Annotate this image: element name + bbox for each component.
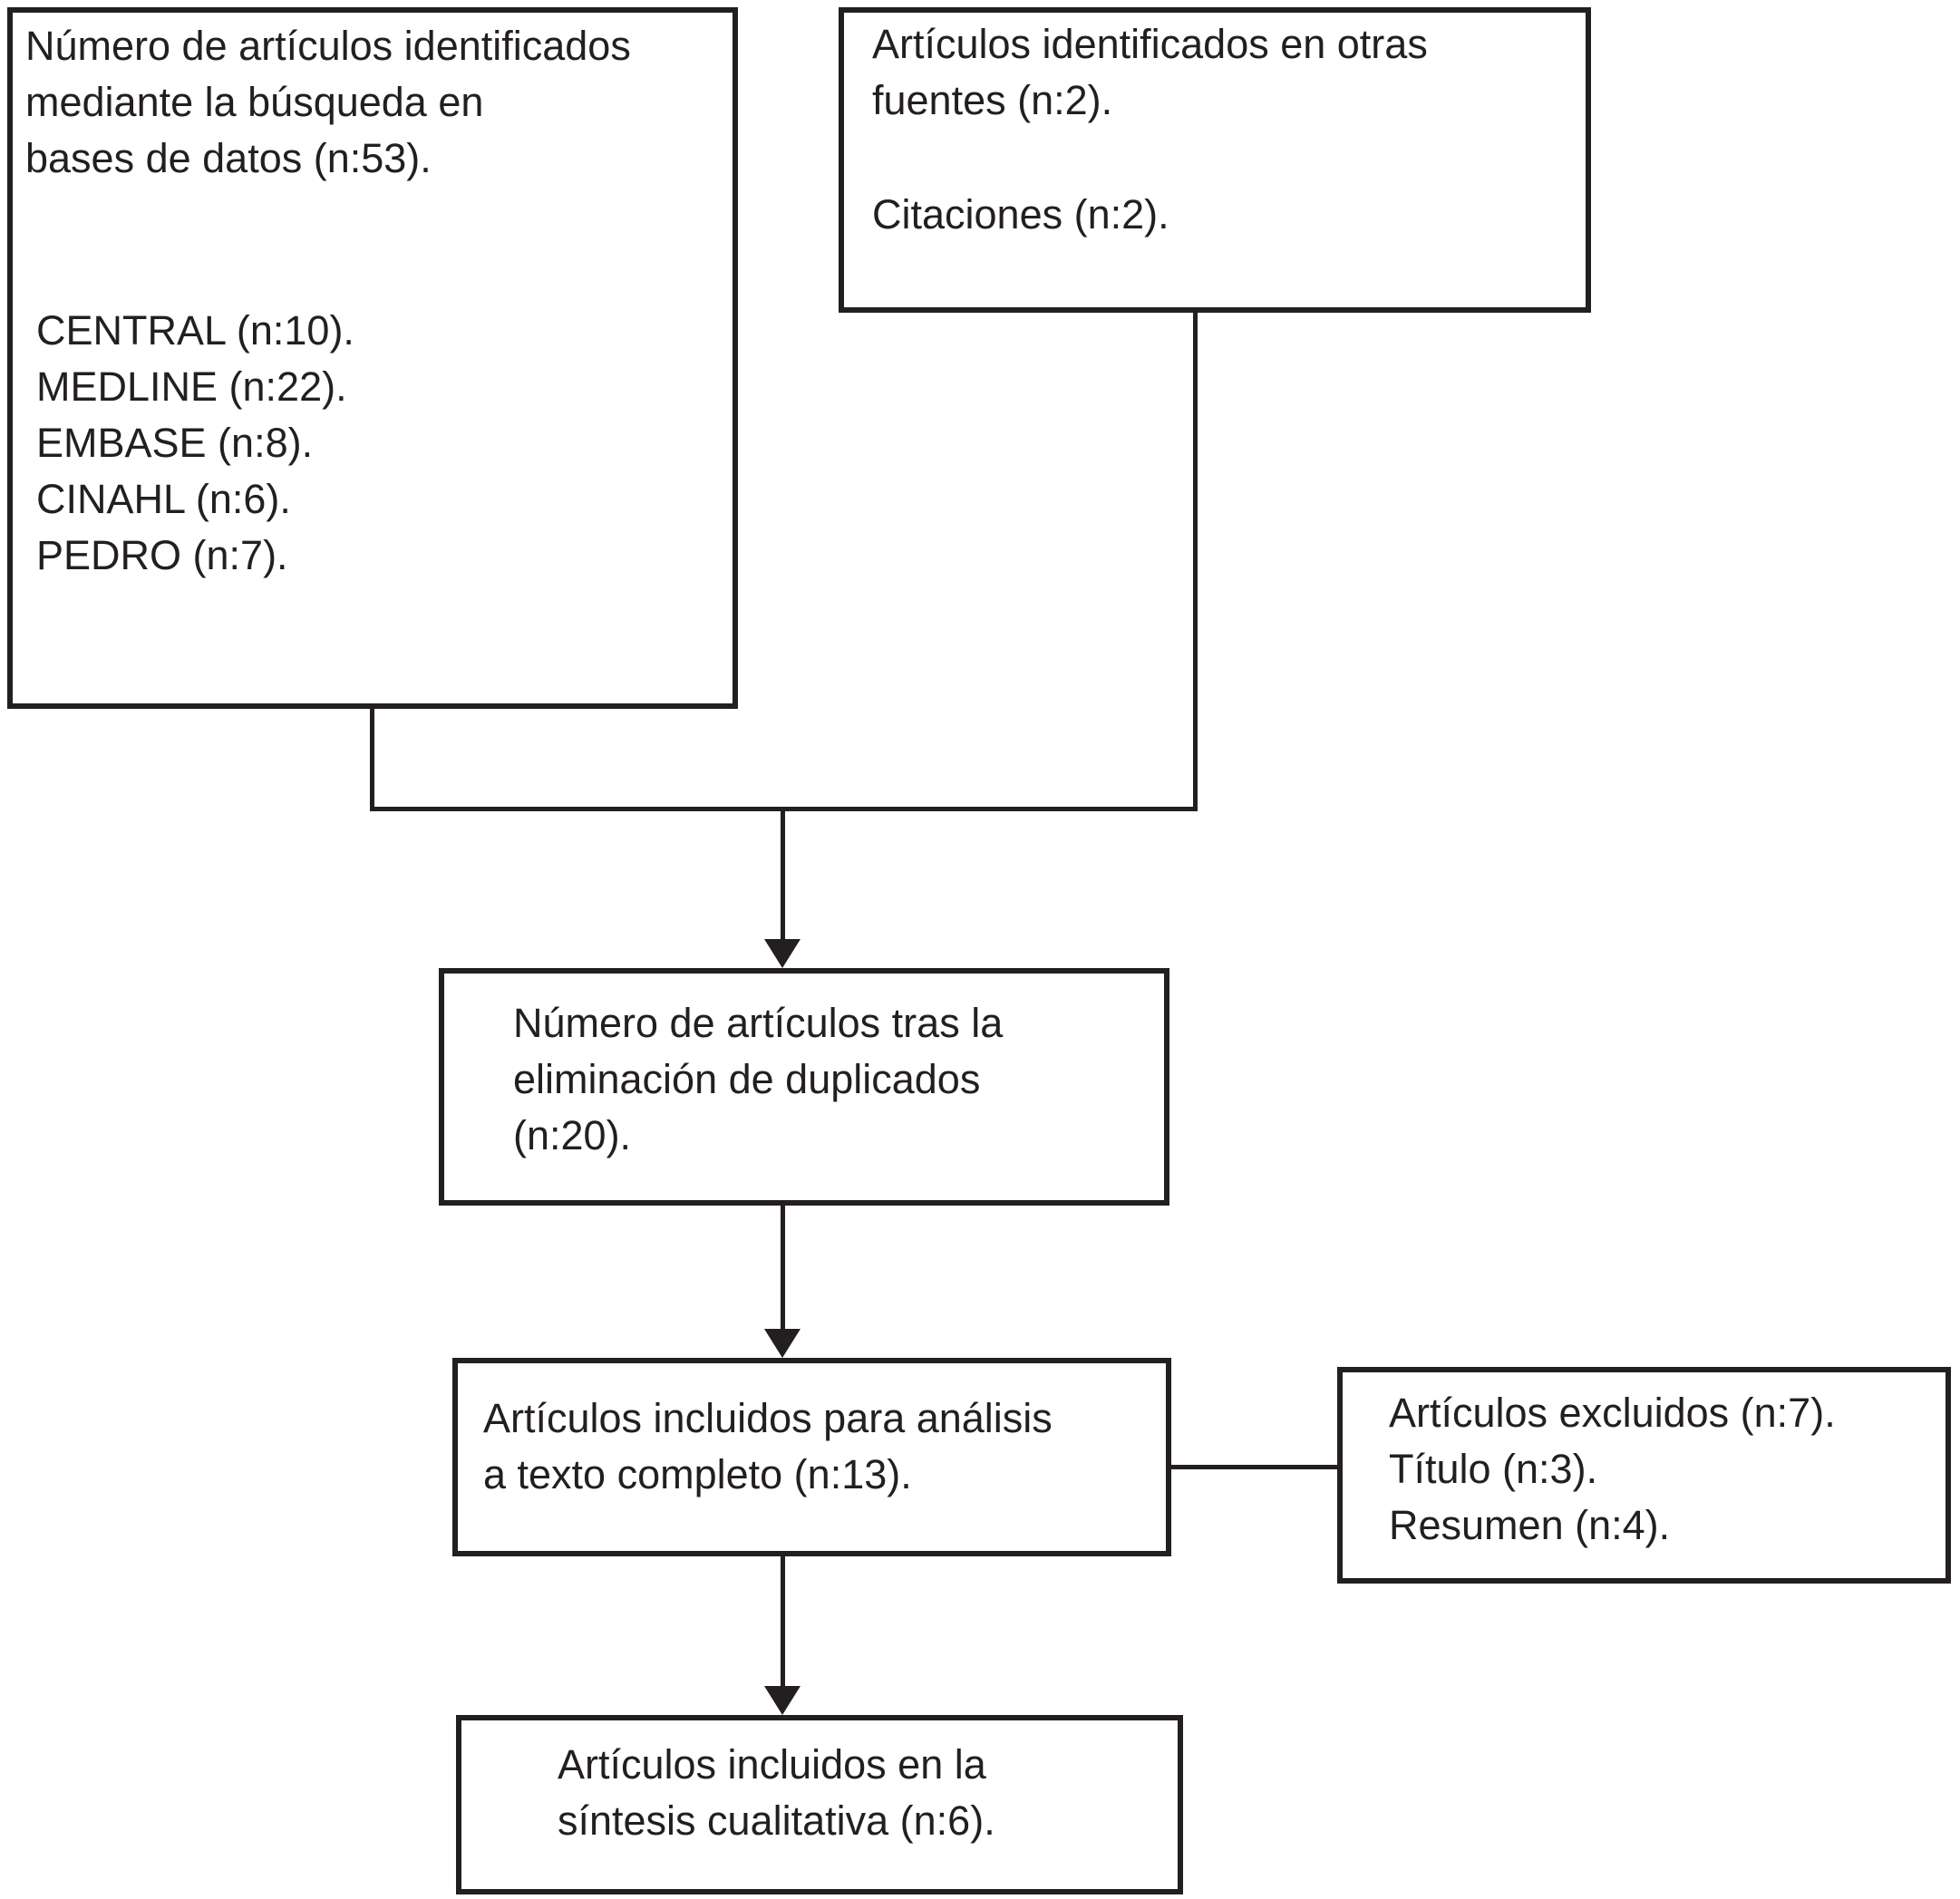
box-database-search-line: bases de datos (n:53). <box>25 135 432 181</box>
box-deduplicated-line: eliminación de duplicados <box>513 1056 981 1102</box>
box-database-search-line: Número de artículos identificados <box>25 23 631 69</box>
box-excluded-line: Título (n:3). <box>1389 1446 1598 1492</box>
database-source-item: PEDRO (n:7). <box>36 532 288 578</box>
connector-from-other-sources-box <box>1193 311 1198 811</box>
database-source-item: MEDLINE (n:22). <box>36 363 347 410</box>
box-database-search-line: mediante la búsqueda en <box>25 79 484 125</box>
citations-line: Citaciones (n:2). <box>872 191 1169 237</box>
database-source-item: CINAHL (n:6). <box>36 476 291 522</box>
box-full-text-line: Artículos incluidos para análisis <box>483 1395 1053 1441</box>
box-qualitative-line: síntesis cualitativa (n:6). <box>558 1797 995 1844</box>
database-source-item: CENTRAL (n:10). <box>36 307 354 354</box>
arrowhead-to-deduplicated <box>764 939 800 968</box>
box-full-text-line: a texto completo (n:13). <box>483 1451 912 1497</box>
database-source-list: CENTRAL (n:10). MEDLINE (n:22). EMBASE (… <box>25 303 718 584</box>
box-other-sources-line: fuentes (n:2). <box>872 77 1113 123</box>
box-other-sources-line: Artículos identificados en otras <box>872 21 1428 67</box>
box-qualitative: Artículos incluidos en la síntesis cuali… <box>456 1715 1183 1894</box>
arrowhead-to-full-text <box>764 1329 800 1358</box>
connector-from-database-box <box>370 707 374 811</box>
database-source-item: EMBASE (n:8). <box>36 420 314 466</box>
box-qualitative-line: Artículos incluidos en la <box>558 1741 986 1788</box>
connector-to-deduplicated <box>781 807 785 943</box>
connector-to-full-text <box>781 1206 785 1332</box>
box-excluded-line: Resumen (n:4). <box>1389 1502 1671 1548</box>
connector-to-qualitative <box>781 1556 785 1690</box>
box-excluded-line: Artículos excluidos (n:7). <box>1389 1390 1836 1436</box>
box-database-search: Número de artículos identificados median… <box>7 7 738 709</box>
box-deduplicated-line: Número de artículos tras la <box>513 1000 1004 1046</box>
box-excluded: Artículos excluidos (n:7). Título (n:3).… <box>1337 1367 1951 1584</box>
connector-to-excluded <box>1171 1465 1339 1469</box>
box-deduplicated: Número de artículos tras la eliminación … <box>439 968 1169 1206</box>
box-full-text: Artículos incluidos para análisis a text… <box>452 1358 1171 1556</box>
box-other-sources: Artículos identificados en otras fuentes… <box>839 7 1591 313</box>
box-deduplicated-line: (n:20). <box>513 1112 632 1158</box>
arrowhead-to-qualitative <box>764 1686 800 1715</box>
